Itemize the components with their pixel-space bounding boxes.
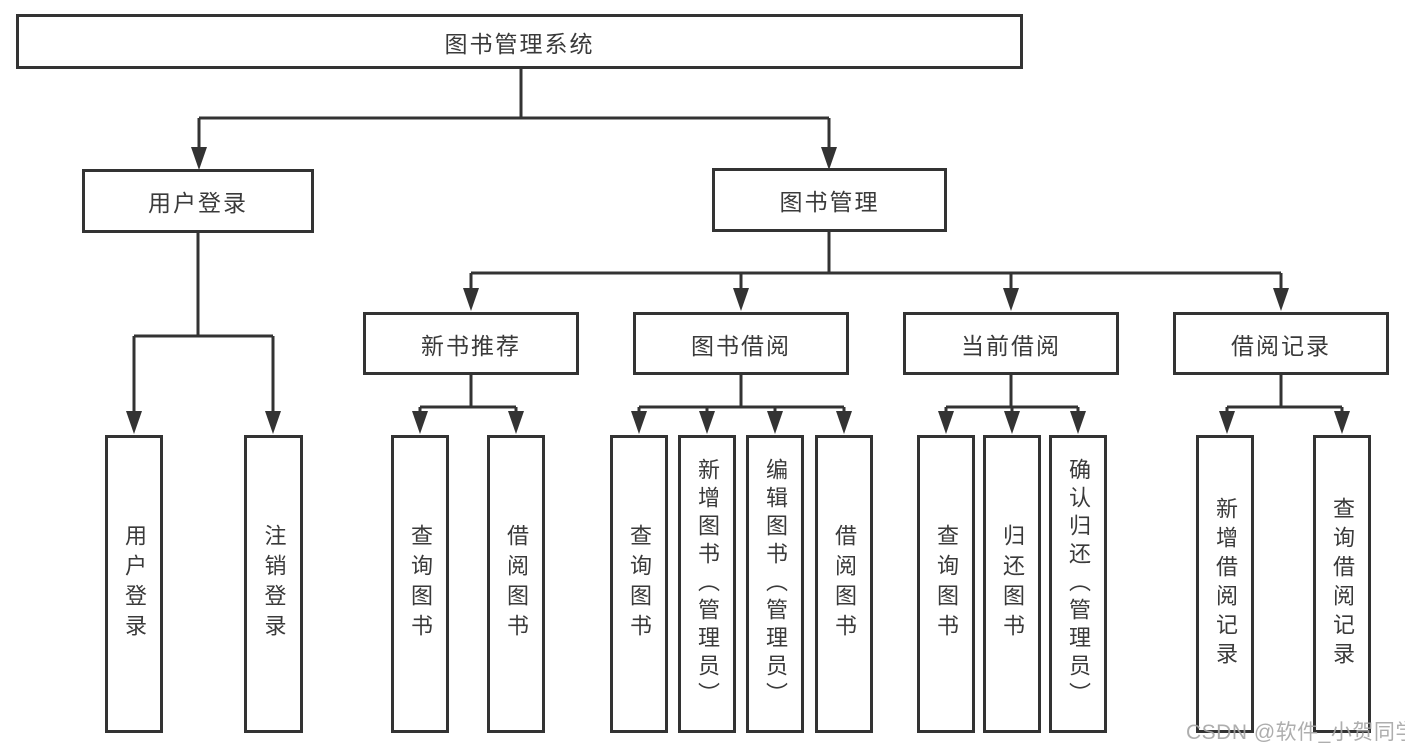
node-label: 用户登录	[122, 524, 147, 644]
node-label: 归还图书	[1000, 524, 1025, 644]
node-borrow-records: 借阅记录	[1173, 312, 1389, 375]
leaf-confirm-return-admin: 确认归还（管理员）	[1049, 435, 1107, 733]
node-label: 注销登录	[261, 524, 287, 644]
node-label: 查询图书	[627, 524, 652, 644]
node-label: 查询借阅记录	[1330, 497, 1355, 671]
node-label: 新增借阅记录	[1213, 497, 1238, 671]
leaf-add-borrow-record: 新增借阅记录	[1196, 435, 1254, 733]
node-book-borrowing: 图书借阅	[633, 312, 849, 375]
node-new-book-recommend: 新书推荐	[363, 312, 579, 375]
leaf-query-books-current: 查询图书	[917, 435, 975, 733]
watermark: CSDN @软件_小贺同学	[1186, 721, 1405, 744]
leaf-query-books-borrow: 查询图书	[610, 435, 668, 733]
node-label: 借阅图书	[832, 524, 857, 644]
node-label: 图书借阅	[691, 332, 791, 359]
node-current-borrowing: 当前借阅	[903, 312, 1119, 375]
node-label: 新增图书（管理员）	[695, 458, 720, 710]
leaf-query-borrow-record: 查询借阅记录	[1313, 435, 1371, 733]
node-label: 确认归还（管理员）	[1066, 458, 1091, 710]
leaf-add-book-admin: 新增图书（管理员）	[678, 435, 736, 733]
leaf-borrow-books: 借阅图书	[815, 435, 873, 733]
node-label: 新书推荐	[421, 332, 521, 359]
node-label: 借阅记录	[1231, 332, 1331, 359]
node-label: 借阅图书	[504, 524, 529, 644]
leaf-query-books-recommend: 查询图书	[391, 435, 449, 733]
node-label: 编辑图书（管理员）	[763, 458, 788, 710]
node-library-system: 图书管理系统	[16, 14, 1023, 69]
leaf-borrow-books-recommend: 借阅图书	[487, 435, 545, 733]
node-book-management: 图书管理	[712, 168, 947, 232]
node-label: 用户登录	[148, 190, 248, 216]
node-label: 查询图书	[408, 524, 433, 644]
leaf-logout: 注销登录	[244, 435, 303, 733]
leaf-return-book: 归还图书	[983, 435, 1041, 733]
leaf-user-login: 用户登录	[105, 435, 163, 733]
node-label: 查询图书	[934, 524, 959, 644]
leaf-edit-book-admin: 编辑图书（管理员）	[746, 435, 804, 733]
node-user-login: 用户登录	[82, 169, 314, 233]
node-label: 图书管理系统	[444, 30, 595, 57]
node-label: 当前借阅	[961, 332, 1061, 359]
node-label: 图书管理	[779, 189, 880, 215]
